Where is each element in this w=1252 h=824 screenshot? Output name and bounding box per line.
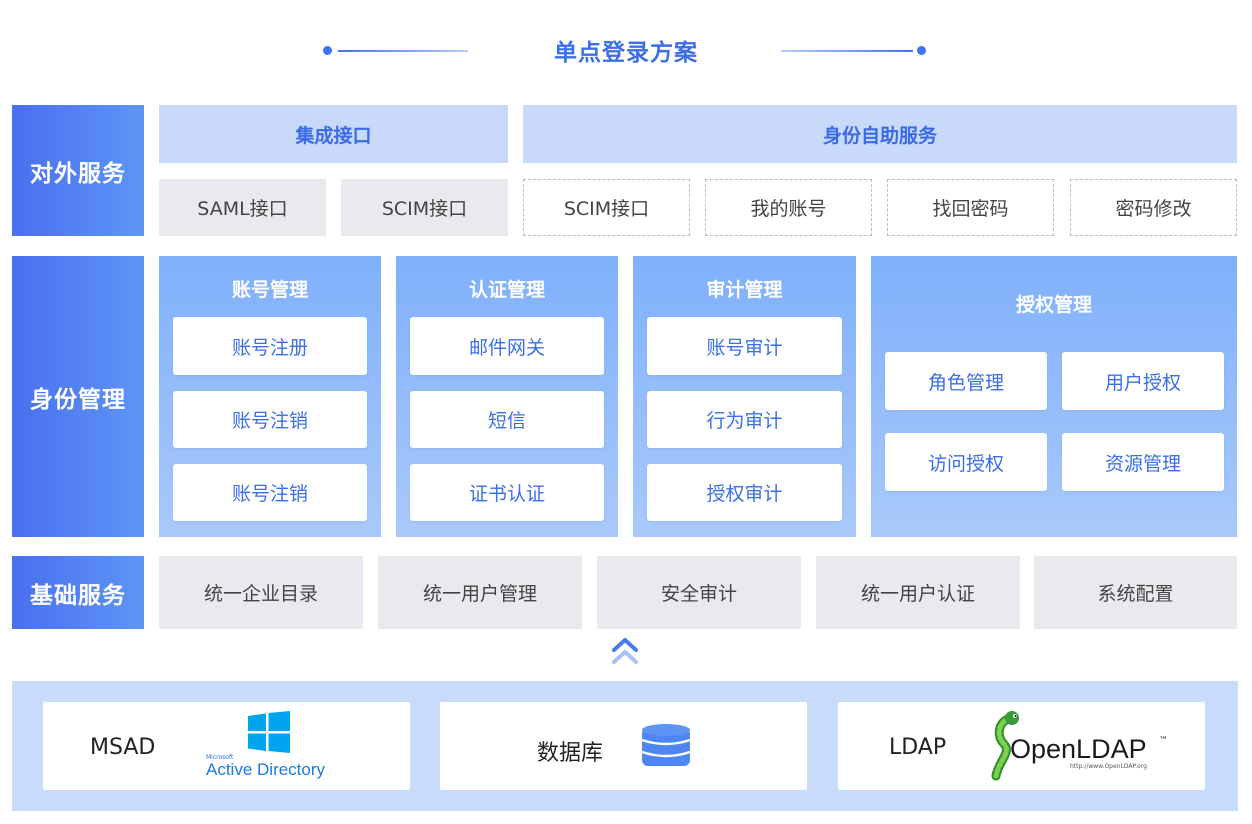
self-service-item-recover-password[interactable]: 找回密码 xyxy=(887,179,1054,236)
double-chevron-up-icon xyxy=(612,638,638,664)
audit-item-account[interactable]: 账号审计 xyxy=(647,317,842,375)
source-card-msad[interactable] xyxy=(43,702,410,790)
authz-item-resource[interactable]: 资源管理 xyxy=(1062,433,1224,491)
base-item-security-audit[interactable]: 安全审计 xyxy=(597,556,801,629)
openldap-logo-url: http://www.OpenLDAP.org xyxy=(1070,763,1147,770)
row-label-base: 基础服务 xyxy=(12,556,144,629)
source-label-database: 数据库 xyxy=(537,741,604,766)
page-title: 单点登录方案 xyxy=(554,40,698,66)
source-card-ldap[interactable] xyxy=(838,702,1205,790)
title-right-line xyxy=(781,50,913,52)
account-item-cancel-1[interactable]: 账号注销 xyxy=(173,391,367,448)
row-label-external: 对外服务 xyxy=(12,105,144,236)
self-service-item-scim[interactable]: SCIM接口 xyxy=(523,179,690,236)
windows-logo-icon xyxy=(248,711,290,753)
integration-header: 集成接口 xyxy=(159,105,508,163)
authz-item-access[interactable]: 访问授权 xyxy=(885,433,1047,491)
source-label-ldap: LDAP xyxy=(889,735,947,760)
audit-item-authorization[interactable]: 授权审计 xyxy=(647,464,842,521)
base-item-user-management[interactable]: 统一用户管理 xyxy=(378,556,582,629)
auth-item-certificate[interactable]: 证书认证 xyxy=(410,464,604,521)
integration-item-saml[interactable]: SAML接口 xyxy=(159,179,326,236)
openldap-logo-text: OpenLDAP xyxy=(1010,734,1147,764)
source-label-msad: MSAD xyxy=(90,735,156,760)
account-item-cancel-2[interactable]: 账号注销 xyxy=(173,464,367,521)
title-left-dot xyxy=(323,46,332,55)
account-item-register[interactable]: 账号注册 xyxy=(173,317,367,375)
title-right-dot xyxy=(917,46,926,55)
base-item-system-config[interactable]: 系统配置 xyxy=(1034,556,1237,629)
title-left-line xyxy=(338,50,468,52)
openldap-worm-icon xyxy=(991,711,1019,781)
auth-item-sms[interactable]: 短信 xyxy=(410,391,604,448)
panel-title-audit: 审计管理 xyxy=(706,279,783,301)
openldap-logo-tm: ™ xyxy=(1159,736,1168,746)
authz-item-role[interactable]: 角色管理 xyxy=(885,352,1047,410)
database-icon xyxy=(641,724,691,766)
panel-title-auth: 认证管理 xyxy=(468,279,545,301)
self-service-header: 身份自助服务 xyxy=(523,105,1237,163)
integration-item-scim[interactable]: SCIM接口 xyxy=(341,179,508,236)
authz-item-user[interactable]: 用户授权 xyxy=(1062,352,1224,410)
self-service-item-my-account[interactable]: 我的账号 xyxy=(705,179,872,236)
active-directory-logo-text: Active Directory xyxy=(206,760,326,779)
row-label-identity: 身份管理 xyxy=(12,256,144,537)
audit-item-behavior[interactable]: 行为审计 xyxy=(647,391,842,448)
panel-title-account: 账号管理 xyxy=(231,279,308,301)
panel-title-authorization: 授权管理 xyxy=(1015,294,1092,316)
auth-item-mail-gateway[interactable]: 邮件网关 xyxy=(410,317,604,375)
self-service-item-change-password[interactable]: 密码修改 xyxy=(1070,179,1237,236)
base-item-user-auth[interactable]: 统一用户认证 xyxy=(816,556,1020,629)
source-card-database[interactable] xyxy=(440,702,807,790)
active-directory-logo-small: Microsoft xyxy=(206,754,234,761)
base-item-enterprise-directory[interactable]: 统一企业目录 xyxy=(159,556,363,629)
